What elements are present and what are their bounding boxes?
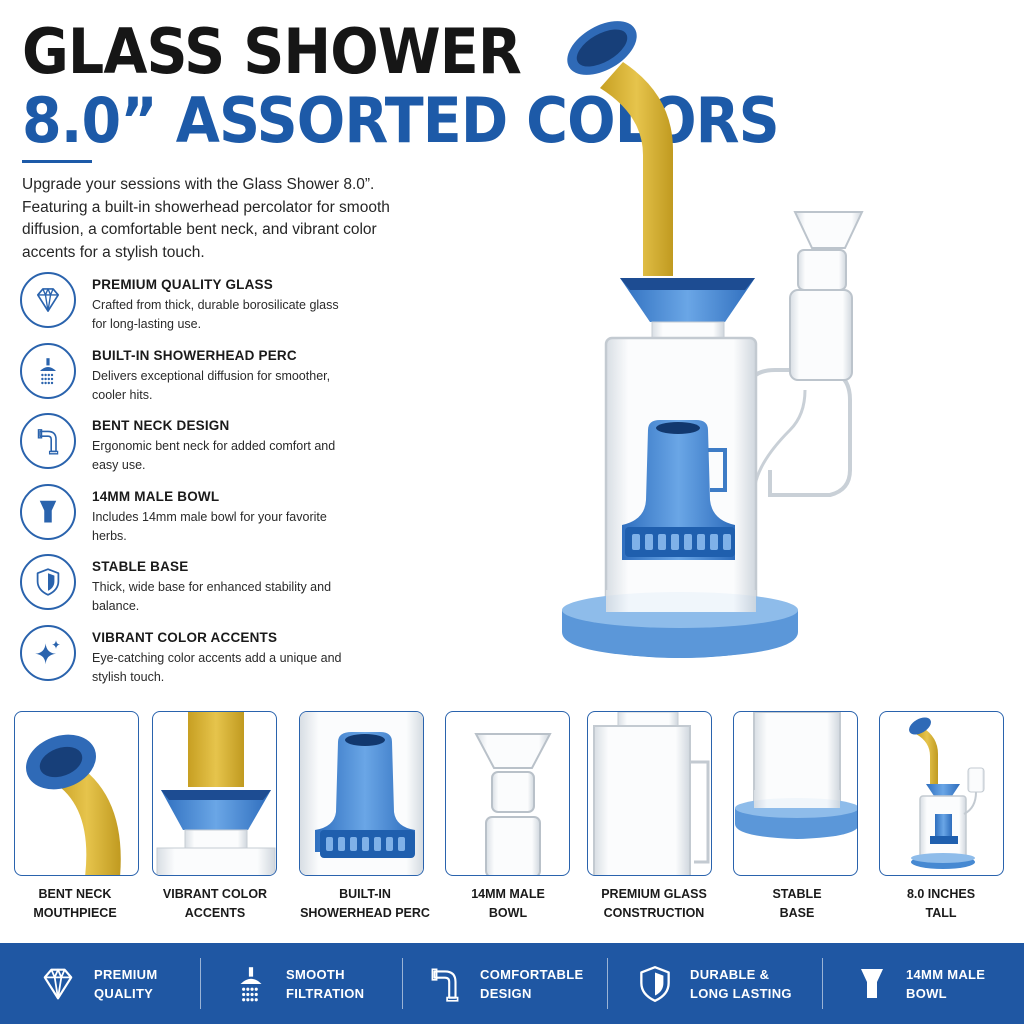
showerhead-icon xyxy=(20,342,76,399)
feature-item: VIBRANT COLOR ACCENTS Eye-catching color… xyxy=(20,624,400,696)
bowl-icon xyxy=(20,483,76,540)
thumbnail-stable-base[interactable] xyxy=(733,711,858,876)
feature-desc: Crafted from thick, durable borosilicate… xyxy=(92,298,339,331)
feature-desc: Delivers exceptional diffusion for smoot… xyxy=(92,368,331,402)
thumbnail-image xyxy=(156,712,276,875)
thumbnail-image xyxy=(474,733,552,875)
thumbnail-color-accents[interactable] xyxy=(152,711,277,876)
feature-name: BUILT-IN SHOWERHEAD PERC xyxy=(92,347,297,363)
intro-text: Upgrade your sessions with the Glass Sho… xyxy=(22,176,390,261)
benefit-item: DURABLE &LONG LASTING xyxy=(634,943,792,1024)
feature-desc: Thick, wide base for enhanced stability … xyxy=(92,580,332,613)
thumbnail-showerhead-perc[interactable] xyxy=(299,711,424,876)
product-hero-image xyxy=(562,21,864,658)
thumbnail-gallery xyxy=(14,711,1010,881)
bowl-icon xyxy=(852,964,892,1004)
feature-item: STABLE BASE Thick, wide base for enhance… xyxy=(20,554,400,625)
divider xyxy=(402,958,403,1009)
divider xyxy=(200,958,201,1009)
feature-item: PREMIUM QUALITY GLASS Crafted from thick… xyxy=(20,272,400,343)
feature-name: BENT NECK DESIGN xyxy=(92,418,230,433)
feature-item: BUILT-IN SHOWERHEAD PERC Delivers except… xyxy=(20,342,400,414)
feature-desc: Ergonomic bent neck for added comfort an… xyxy=(92,439,336,472)
thumbnail-image xyxy=(593,712,710,875)
feature-name: STABLE BASE xyxy=(92,559,189,574)
feature-item: BENT NECK DESIGN Ergonomic bent neck for… xyxy=(20,413,400,484)
thumbnail-image xyxy=(909,717,985,869)
feature-list: PREMIUM QUALITY GLASS Crafted from thick… xyxy=(20,272,400,695)
shield-icon xyxy=(20,554,76,610)
bent-neck-icon xyxy=(20,413,76,469)
feature-desc: Eye-catching color accents add a unique … xyxy=(92,650,342,684)
thumbnail-bowl[interactable] xyxy=(445,711,570,876)
thumbnail-image xyxy=(735,712,857,839)
thumbnail-glass-construction[interactable] xyxy=(587,711,712,876)
divider xyxy=(607,958,608,1009)
feature-item: 14MM MALE BOWL Includes 14mm male bowl f… xyxy=(20,483,400,555)
title-divider xyxy=(22,160,92,163)
showerhead-icon xyxy=(230,963,272,1005)
bent-neck-icon xyxy=(424,963,466,1005)
sparkle-icon xyxy=(20,624,76,681)
thumbnail-height[interactable] xyxy=(879,711,1004,876)
thumbnail-image xyxy=(26,734,121,875)
feature-desc: Includes 14mm male bowl for your favorit… xyxy=(92,509,327,543)
divider xyxy=(822,958,823,1009)
thumbnail-image xyxy=(300,712,423,875)
benefit-label: DURABLE &LONG LASTING xyxy=(690,966,792,1001)
shield-icon xyxy=(634,963,676,1005)
diamond-icon xyxy=(36,962,80,1006)
page-title: GLASS SHOWER xyxy=(22,15,522,88)
diamond-icon xyxy=(20,272,76,328)
feature-name: PREMIUM QUALITY GLASS xyxy=(92,277,273,292)
thumbnail-mouthpiece[interactable] xyxy=(14,711,139,876)
feature-name: 14MM MALE BOWL xyxy=(92,488,220,504)
feature-name: VIBRANT COLOR ACCENTS xyxy=(92,629,278,645)
